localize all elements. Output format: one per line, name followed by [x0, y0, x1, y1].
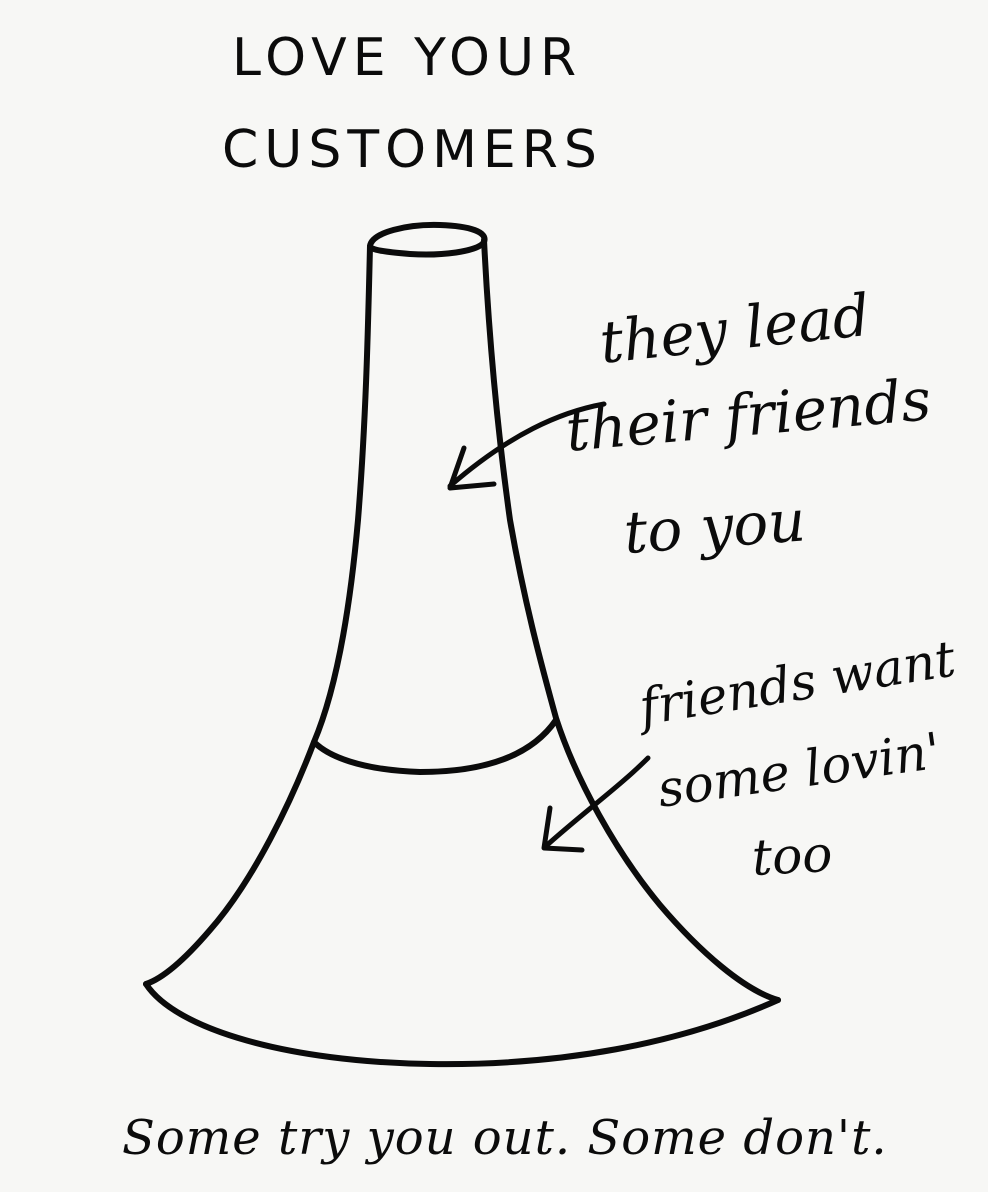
note-upper-line-3: to you	[621, 486, 808, 567]
funnel-right-edge	[481, 237, 781, 1003]
arrow-upper-shaft	[447, 401, 607, 489]
funnel-left-edge	[143, 243, 373, 987]
funnel-middle-band	[311, 717, 559, 775]
note-middle-line-3: too	[750, 824, 834, 887]
title-line-1: LOVE YOUR	[232, 28, 583, 88]
funnel-base	[143, 981, 781, 1068]
arrow-upper-head	[447, 445, 497, 491]
arrow-lower-shaft	[543, 755, 651, 849]
title-line-2: CUSTOMERS	[222, 120, 603, 180]
funnel-top-opening	[367, 221, 488, 258]
bottom-caption: Some try you out. Some don't.	[122, 1110, 888, 1166]
arrow-lower-head	[541, 805, 585, 853]
